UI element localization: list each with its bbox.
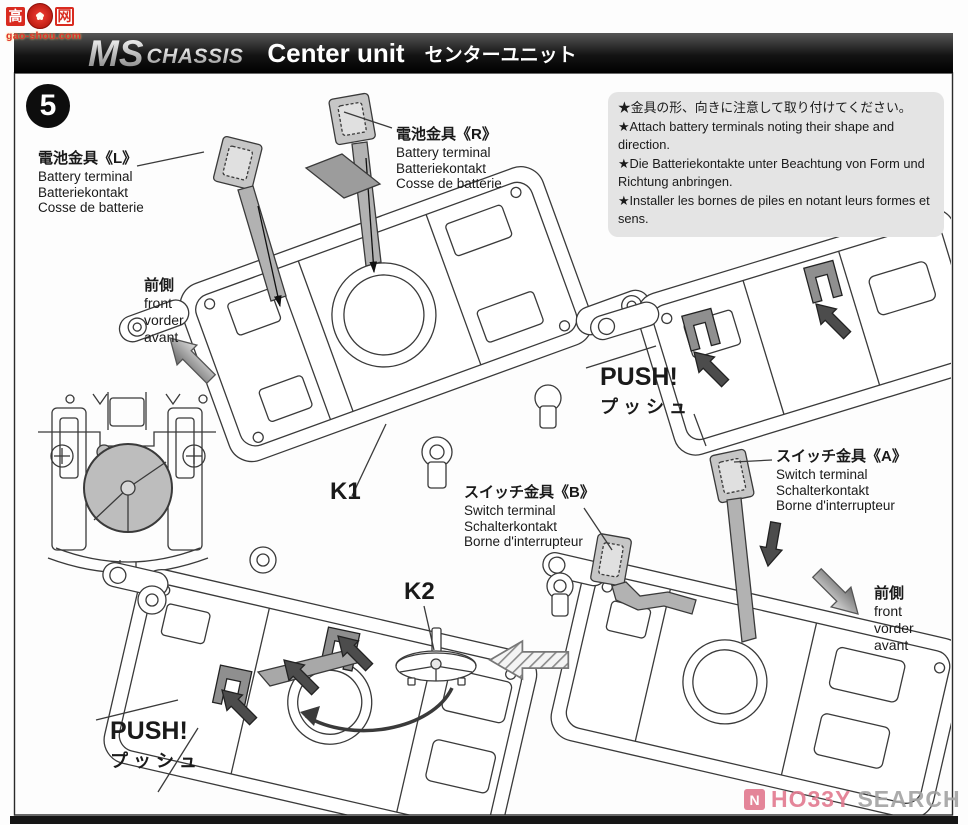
rotate-insert-arrow <box>305 687 454 733</box>
note-box: ★金具の形、向きに注意して取り付けてください。 ★Attach battery … <box>608 92 944 237</box>
gao-shou-char-right: 网 <box>55 6 74 26</box>
leader-k2 <box>423 605 435 651</box>
label-k1: K1 <box>330 478 361 505</box>
main-assembly-diagram <box>118 92 651 497</box>
note-line-fr: ★Installer les bornes de piles en notant… <box>618 192 930 227</box>
switch-terminal-b-part <box>590 533 697 615</box>
note-line-jp: ★金具の形、向きに注意して取り付けてください。 <box>618 100 912 115</box>
rear-push-diagram <box>585 208 951 456</box>
hobby-search-logo-icon: N <box>744 789 765 810</box>
hobby-search-text-1: HO33Y <box>771 786 852 812</box>
note-line-de: ★Die Batteriekontakte unter Beachtung vo… <box>618 155 925 190</box>
bottom-push-diagram <box>95 546 570 815</box>
leader-switch-a <box>733 459 773 463</box>
leader-push-rear-2 <box>693 413 707 447</box>
leader-k1 <box>351 423 387 497</box>
switch-terminal-a-part <box>709 448 757 643</box>
k2-part <box>395 627 477 686</box>
header-bar: MS CHASSIS Center unit センターユニット <box>14 33 953 73</box>
label-front-upper: 前側 front vorder avant <box>144 277 184 345</box>
header-title-jp: センターユニット <box>424 44 577 66</box>
header-ms-logo: MS <box>88 32 144 74</box>
leader-battery-l <box>136 151 205 167</box>
step-number: 5 <box>39 89 57 122</box>
label-k2: K2 <box>404 578 435 605</box>
note-line-en: ★Attach battery terminals noting their s… <box>618 118 895 153</box>
hobby-search-text-2: SEARCH <box>857 786 961 812</box>
gao-shou-emblem-icon: ✿ <box>27 3 53 29</box>
insert-arrow-down <box>756 520 788 569</box>
label-push-rear: PUSH! プッシュ <box>600 363 692 417</box>
leader-battery-r <box>343 111 393 129</box>
gao-shou-site-text: gao-shou.com <box>6 30 82 42</box>
header-chassis-logo: CHASSIS <box>146 45 244 68</box>
leader-switch-b <box>583 507 613 551</box>
label-front-lower: 前側 front vorder avant <box>874 585 914 653</box>
gao-shou-char-left: 高 <box>6 6 25 26</box>
page-frame <box>13 72 954 816</box>
chassis-posts <box>421 384 562 489</box>
leader-push-bottom-1 <box>95 699 179 721</box>
switch-install-diagram <box>542 448 951 815</box>
step-number-badge: 5 <box>26 84 70 128</box>
leader-push-bottom-2 <box>157 727 199 793</box>
label-battery-terminal-r: 電池金具《R》 Battery terminal Batteriekontakt… <box>396 126 502 191</box>
label-switch-terminal-b: スイッチ金具《B》 Switch terminal Schalterkontak… <box>464 484 595 549</box>
gao-shou-watermark: 高 ✿ 网 gao-shou.com <box>6 3 116 42</box>
label-battery-terminal-l: 電池金具《L》 Battery terminal Batteriekontakt… <box>38 150 144 215</box>
terminal-guide-bar <box>304 153 382 199</box>
label-switch-terminal-a: スイッチ金具《A》 Switch terminal Schalterkontak… <box>776 448 907 513</box>
inset-detail-diagram <box>38 392 216 576</box>
page-bottom-bar <box>10 816 958 824</box>
leader-push-rear-1 <box>585 345 657 369</box>
header-title-en: Center unit <box>267 37 405 68</box>
hobby-search-watermark: N HO33Y SEARCH <box>744 786 961 813</box>
battery-terminal-l-part <box>212 136 287 308</box>
label-push-bottom: PUSH! プッシュ <box>110 717 202 771</box>
